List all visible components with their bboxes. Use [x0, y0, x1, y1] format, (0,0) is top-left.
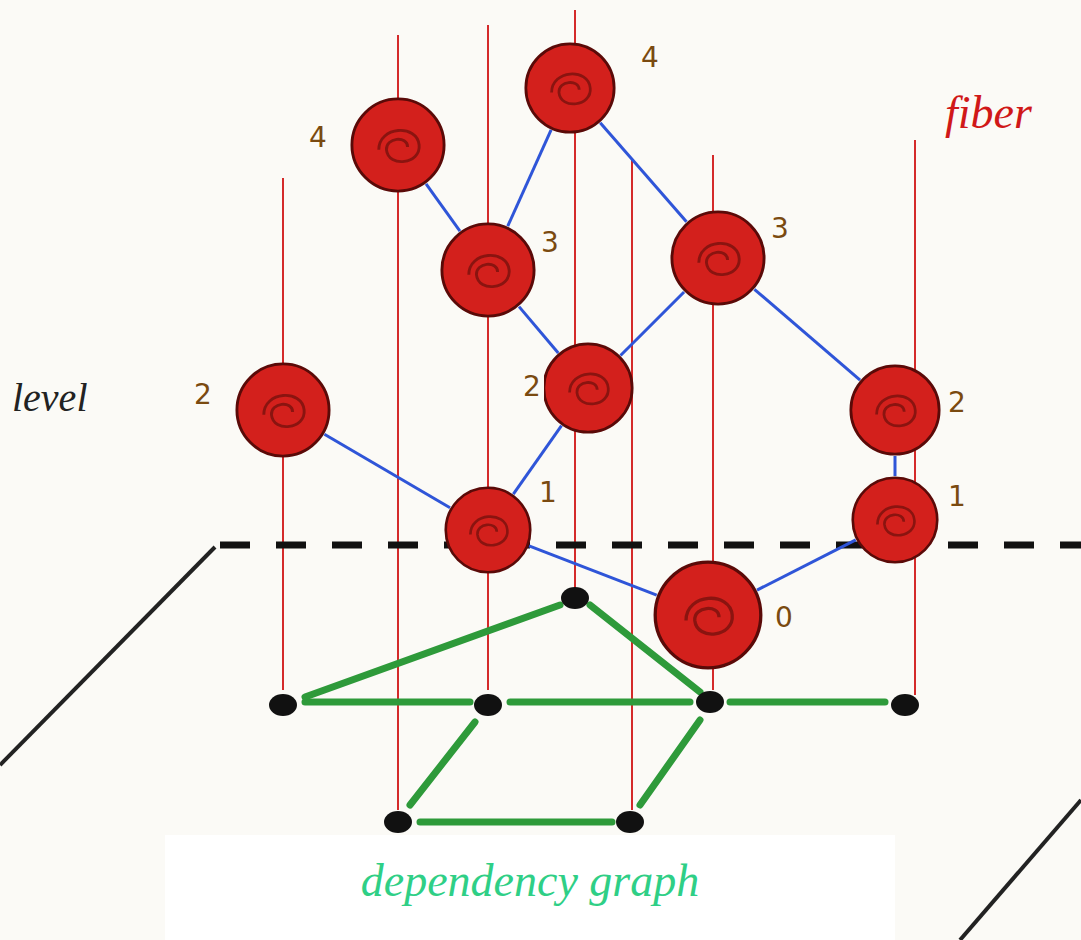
- node-circle: [849, 364, 941, 456]
- level-number: 1: [536, 478, 560, 508]
- level-node: 4: [350, 97, 446, 193]
- level-node: 3: [440, 222, 536, 318]
- dependency-link: [324, 434, 450, 508]
- level-number: 2: [520, 372, 544, 402]
- node-circle: [444, 486, 532, 574]
- dependency-link: [757, 540, 856, 590]
- node-circle: [440, 222, 536, 318]
- dependency-link: [754, 289, 860, 380]
- dependency-link: [621, 292, 685, 356]
- caption: dependency graph: [361, 858, 700, 904]
- level-node: 2: [849, 364, 941, 456]
- plane-edge: [220, 542, 1081, 549]
- level-number: 4: [638, 43, 662, 73]
- fiber-lines: [283, 10, 915, 810]
- node-circle: [235, 362, 331, 458]
- fiber-label: fiber: [945, 90, 1032, 136]
- dependency-edges: [305, 605, 885, 822]
- level-node: 0: [653, 560, 763, 670]
- level-node: 3: [670, 210, 766, 306]
- dependency-link: [894, 456, 897, 476]
- node-circle: [542, 342, 634, 434]
- level-number: 2: [945, 388, 969, 418]
- node-circle: [653, 560, 763, 670]
- level-number: 1: [945, 482, 969, 512]
- node-circle: [524, 42, 616, 134]
- level-node: 2: [542, 342, 634, 434]
- level-node: 4: [524, 42, 616, 134]
- level-number: 0: [772, 603, 796, 633]
- plane-edge: [0, 547, 215, 765]
- node-circle: [851, 476, 939, 564]
- level-node: 1: [851, 476, 939, 564]
- level-number: 3: [538, 228, 562, 258]
- node-circle: [350, 97, 446, 193]
- level-number: 3: [768, 214, 792, 244]
- level-label: level: [12, 378, 88, 418]
- dependency-link: [508, 130, 551, 226]
- graph-vertices: [269, 587, 919, 833]
- dependency-link: [600, 123, 686, 222]
- level-number: 4: [306, 123, 330, 153]
- dependency-link: [519, 307, 558, 353]
- level-node: 2: [235, 362, 331, 458]
- level-number: 2: [191, 380, 215, 410]
- dependency-link: [529, 546, 657, 595]
- node-circle: [670, 210, 766, 306]
- dependency-link: [426, 184, 460, 231]
- plane-edge: [960, 800, 1081, 940]
- level-node: 1: [444, 486, 532, 574]
